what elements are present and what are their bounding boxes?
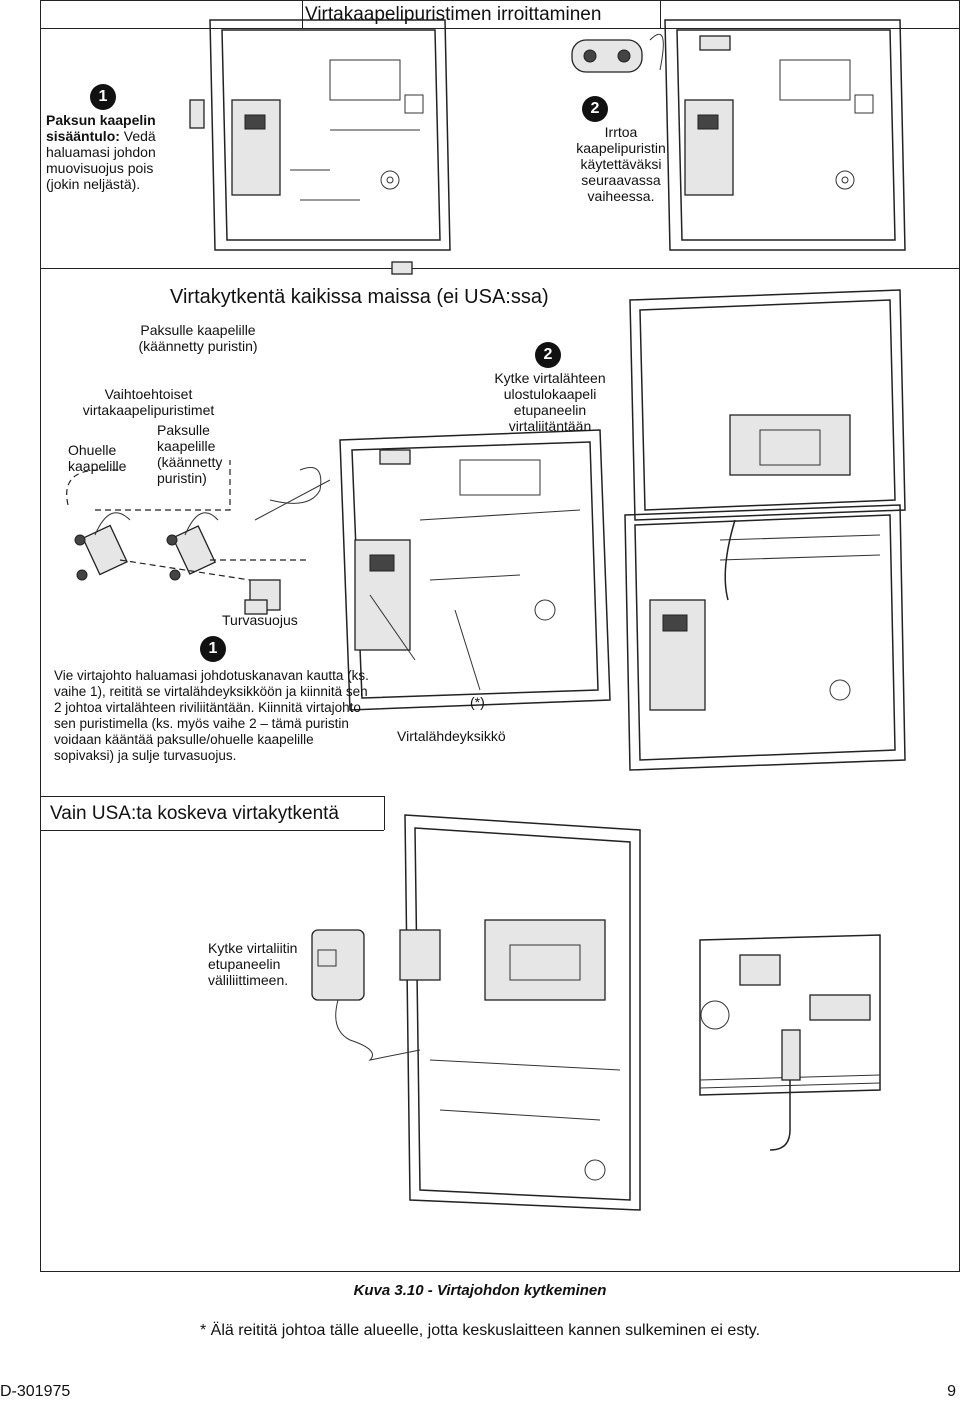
step-number-badge: 1	[200, 636, 226, 662]
callout-label: Paksulle kaapelille (käännetty puristin)	[138, 322, 258, 354]
housing-illustration	[664, 19, 906, 251]
page-number: 9	[947, 1383, 956, 1400]
callout-label: Ohuelle kaapelille	[68, 442, 127, 474]
clamp-options-illustration	[66, 460, 331, 615]
step-number-badge: 1	[90, 84, 116, 110]
section-title: Virtakaapelipuristimen irroittaminen	[305, 4, 602, 25]
connector-detail-illustration	[699, 934, 881, 1151]
step-number-badge: 2	[535, 342, 561, 368]
section-title: Virtakytkentä kaikissa maissa (ei USA:ss…	[170, 286, 549, 308]
title-divider	[384, 796, 385, 830]
callout-label: Paksulle kaapelille (käännetty puristin)	[157, 422, 223, 486]
section-divider	[40, 796, 384, 797]
panel-illustration	[339, 429, 611, 711]
step-instruction: Kytke virtalähteen ulostulokaapeli etupa…	[494, 370, 606, 434]
callout-label: Turvasuojus	[222, 612, 298, 628]
callout-label: Vaihtoehtoiset virtakaapelipuristimet	[82, 386, 215, 418]
panel-illustration	[399, 814, 641, 1211]
step-instruction: Vie virtajohto haluamasi johdotuskanavan…	[54, 668, 369, 763]
pointer-line	[369, 594, 481, 691]
power-adapter-illustration	[311, 929, 421, 1061]
title-divider	[302, 0, 303, 28]
cable-clamp-illustration	[571, 33, 664, 73]
step-instruction: Kytke virtaliitin etupaneelin väliliitti…	[208, 940, 298, 988]
step-instruction: Paksun kaapelin sisääntulo: Vedä haluama…	[46, 112, 176, 192]
cable-gland-cover	[391, 261, 413, 275]
step-instruction: Irrtoa kaapelipuristin käytettäväksi seu…	[576, 124, 666, 204]
figure-caption: Kuva 3.10 - Virtajohdon kytkeminen	[353, 1282, 607, 1299]
section-divider	[40, 28, 960, 29]
section-divider	[40, 268, 960, 269]
step-heading: Paksun kaapelin sisääntulo:	[46, 112, 156, 144]
step-number-badge: 2	[582, 96, 608, 122]
title-divider	[660, 0, 661, 28]
panel-illustration	[624, 289, 906, 771]
step-text: Vedä haluamasi johdon muovisuojus pois (…	[46, 128, 156, 192]
wiring-illustrations	[66, 19, 906, 1211]
callout-label: Virtalähdeyksikkö	[397, 728, 506, 744]
section-title: Vain USA:ta koskeva virtakytkentä	[50, 803, 339, 824]
housing-illustration	[209, 19, 451, 251]
section-divider	[40, 830, 384, 831]
cable-gland-cover	[189, 99, 205, 129]
footnote: * Älä reititä johtoa tälle alueelle, jot…	[199, 1322, 761, 1339]
footnote-marker: (*)	[470, 694, 485, 710]
document-number: D-301975	[0, 1383, 71, 1400]
